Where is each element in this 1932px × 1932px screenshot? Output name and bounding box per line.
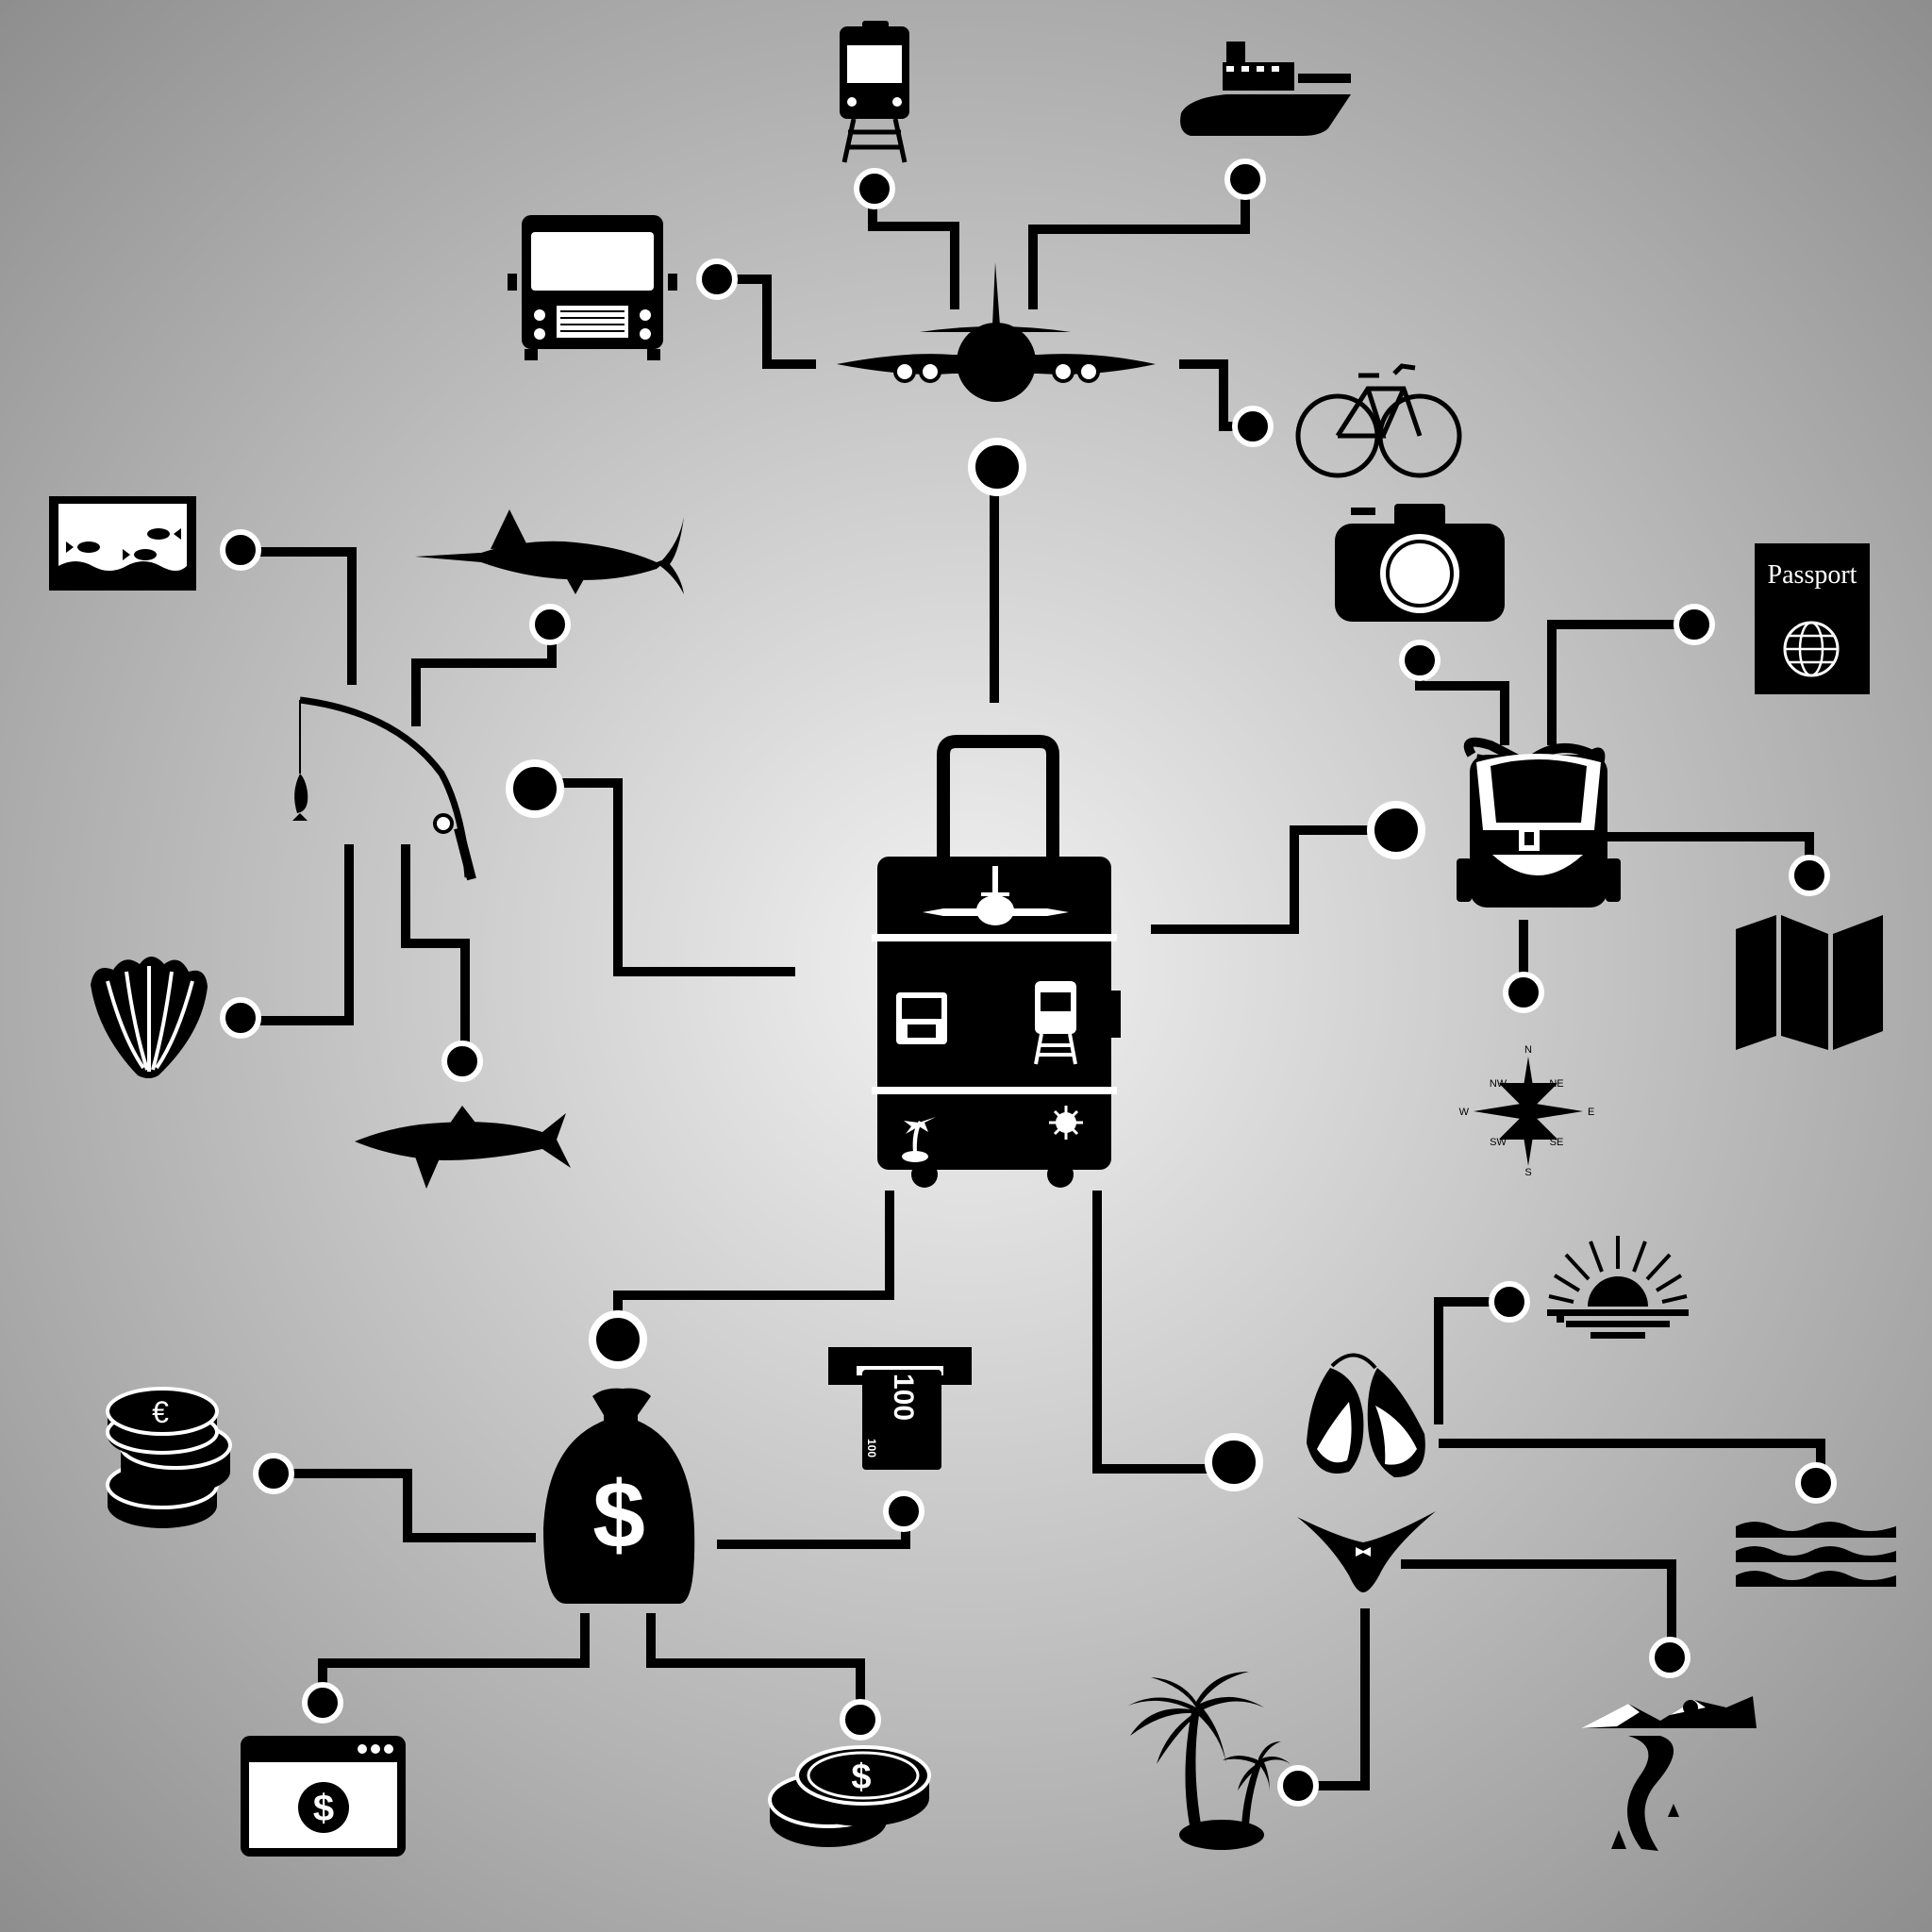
node-aquarium[interactable]: [220, 529, 261, 571]
ship-icon: [1180, 42, 1351, 136]
node-sea-waves[interactable]: [1795, 1462, 1837, 1504]
suitcase-icon: [872, 735, 1121, 1188]
mountains-icon: [1581, 1696, 1757, 1851]
compass-se-label: SE: [1550, 1137, 1564, 1148]
map-icon: [1736, 915, 1883, 1050]
dollar-coins-icon: $: [768, 1745, 931, 1847]
node-map[interactable]: [1789, 855, 1830, 896]
node-camera[interactable]: [1399, 640, 1441, 681]
node-money[interactable]: [589, 1310, 647, 1369]
node-passport[interactable]: [1674, 604, 1715, 645]
node-backpack[interactable]: [1367, 801, 1425, 859]
truck-icon: [508, 215, 677, 360]
node-bicycle[interactable]: [1232, 406, 1274, 447]
money-bag-icon: $: [543, 1388, 695, 1604]
aquarium-icon: [49, 496, 196, 591]
bicycle-icon: [1295, 363, 1462, 478]
compass-s-label: S: [1524, 1167, 1531, 1178]
online-payment-dollar: $: [313, 1788, 334, 1829]
node-train[interactable]: [854, 168, 895, 209]
atm-card-icon: 100 100: [828, 1347, 972, 1470]
bikini-icon: [1297, 1353, 1436, 1592]
money-bag-dollar: $: [592, 1462, 645, 1568]
node-euro-coins[interactable]: [253, 1453, 294, 1494]
compass-e-label: E: [1588, 1107, 1594, 1118]
sea-waves-icon: [1736, 1522, 1896, 1587]
compass-sw-label: SW: [1490, 1137, 1507, 1148]
sunset-icon: [1547, 1236, 1689, 1339]
node-seashell[interactable]: [220, 997, 261, 1039]
node-palm-island[interactable]: [1277, 1765, 1319, 1807]
euro-symbol: €: [152, 1395, 169, 1429]
node-online-payment[interactable]: [302, 1682, 343, 1724]
node-ship[interactable]: [1224, 158, 1266, 200]
palm-island-icon: [1128, 1672, 1291, 1850]
train-icon: [840, 21, 909, 163]
atm-banknote-amount: 100: [888, 1374, 919, 1421]
passport-label: Passport: [1768, 560, 1857, 590]
node-fishing[interactable]: [506, 759, 564, 818]
backpack-icon: [1457, 737, 1621, 908]
node-truck[interactable]: [696, 258, 738, 300]
compass-n-label: N: [1524, 1044, 1532, 1056]
compass-nw-label: NW: [1490, 1078, 1507, 1090]
shark-icon: [355, 1106, 571, 1189]
node-bikini[interactable]: [1205, 1433, 1263, 1491]
node-swordfish[interactable]: [529, 604, 571, 645]
swordfish-icon: [415, 509, 684, 594]
compass-icon: N S E W NE NW SE SW: [1459, 1044, 1595, 1178]
node-airplane[interactable]: [968, 438, 1026, 496]
euro-coins-icon: €: [106, 1387, 232, 1528]
node-dollar-coins[interactable]: [840, 1699, 881, 1740]
node-sunset[interactable]: [1489, 1281, 1530, 1323]
online-payment-icon: $: [241, 1736, 406, 1857]
compass-ne-label: NE: [1549, 1078, 1563, 1090]
camera-icon: [1335, 504, 1505, 622]
node-mountains[interactable]: [1649, 1637, 1690, 1678]
node-compass[interactable]: [1503, 972, 1544, 1013]
atm-card-amount: 100: [865, 1439, 878, 1457]
airplane-icon: [837, 262, 1156, 402]
compass-w-label: W: [1459, 1107, 1470, 1118]
node-shark[interactable]: [441, 1041, 483, 1082]
node-atm-card[interactable]: [883, 1491, 924, 1532]
connector-nodes: [220, 158, 1837, 1807]
seashell-icon: [91, 957, 208, 1078]
coin-dollar: $: [851, 1757, 871, 1797]
passport-icon: Passport: [1755, 543, 1870, 694]
fishing-rod-icon: [292, 696, 476, 881]
